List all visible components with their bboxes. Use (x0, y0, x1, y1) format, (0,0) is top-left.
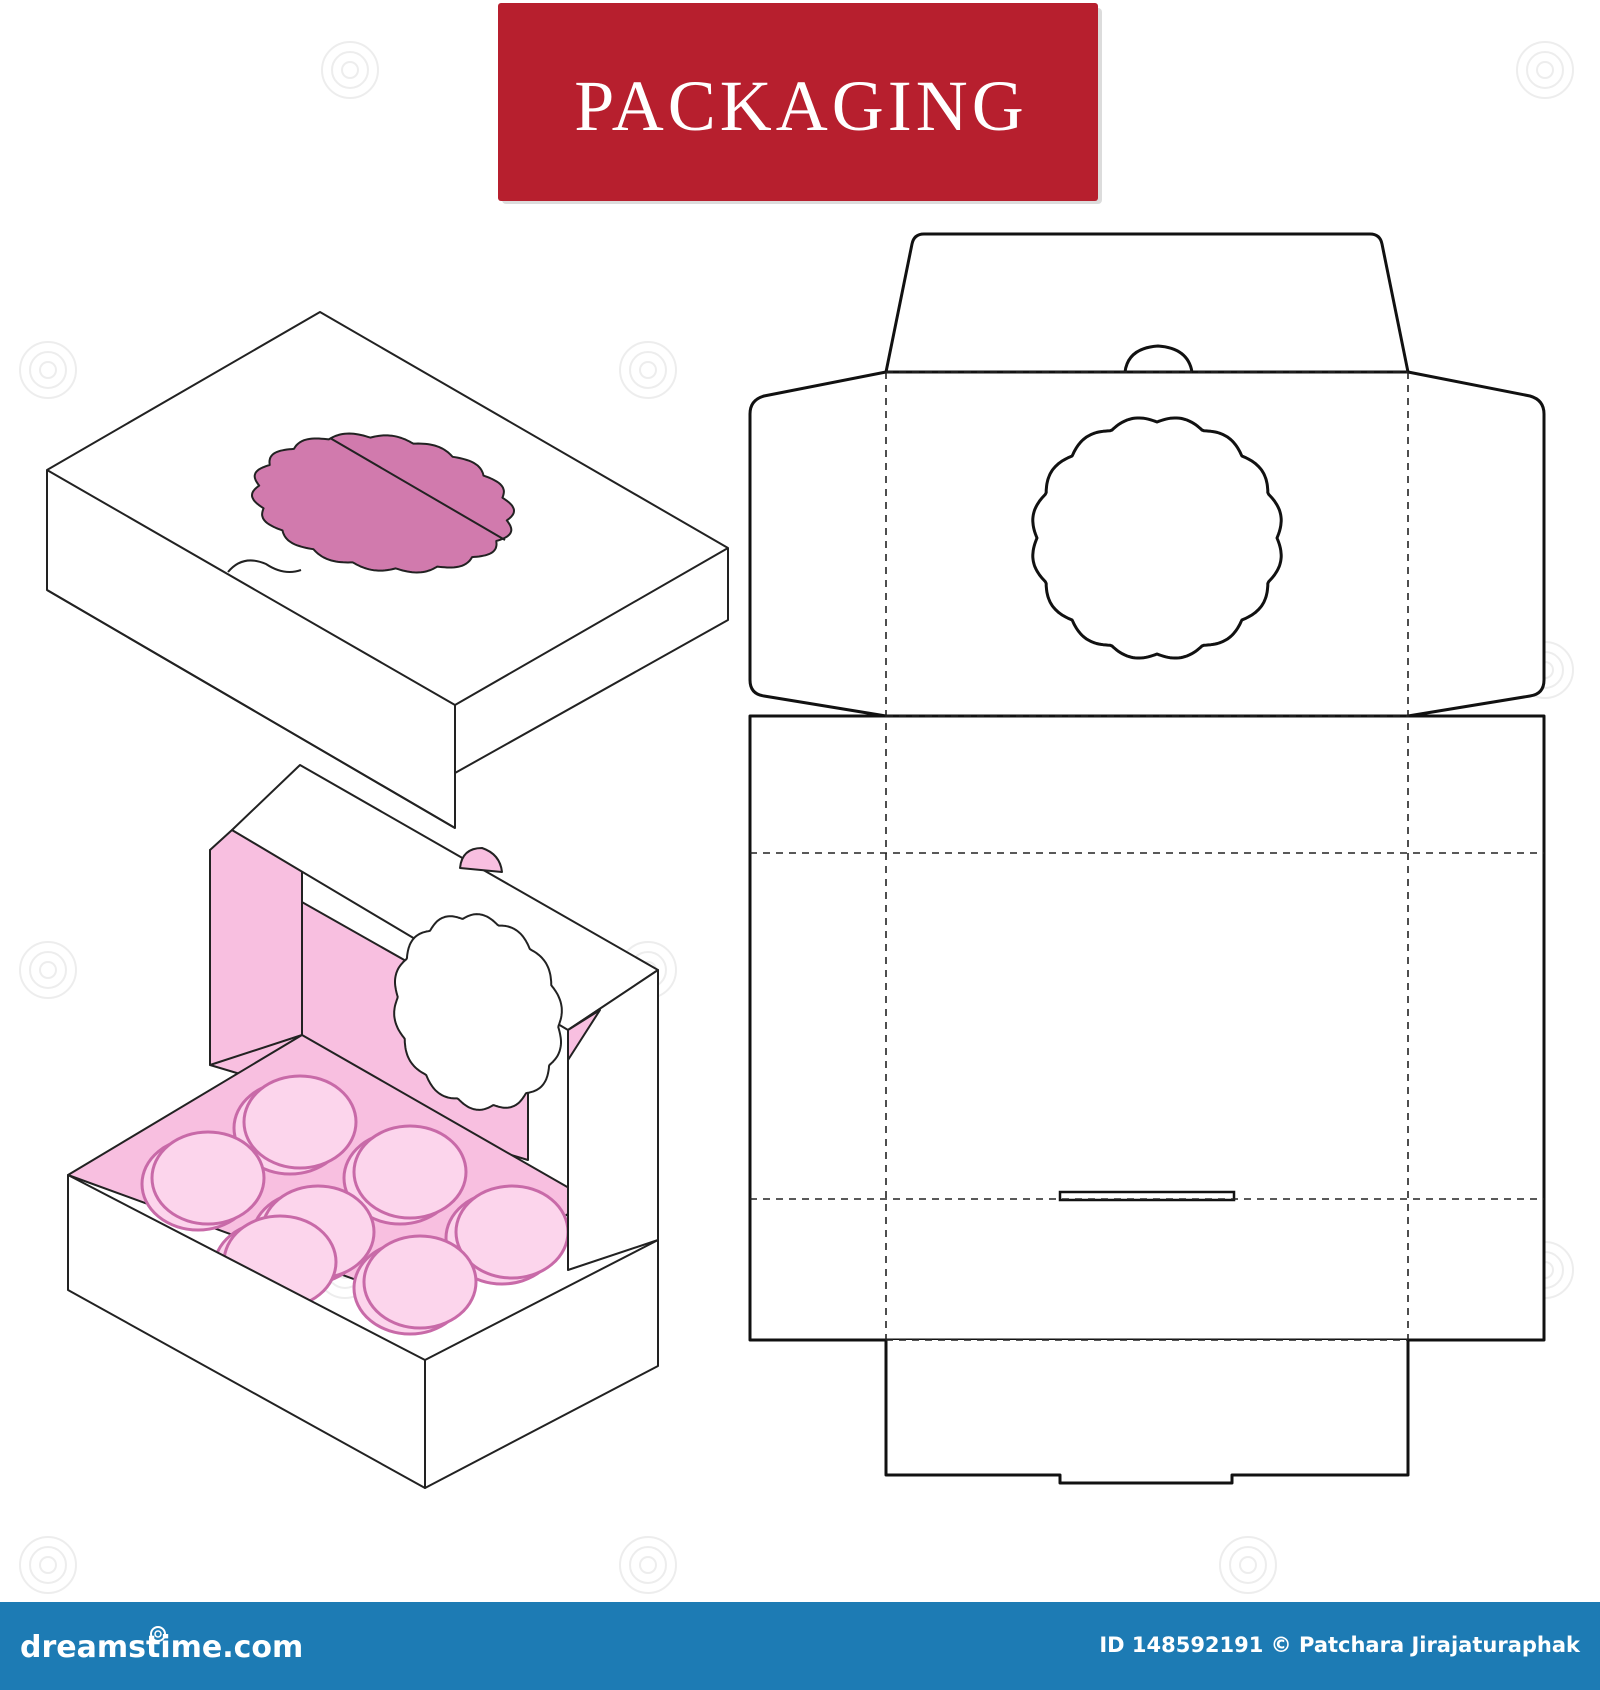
closed-box-window-fold (329, 437, 506, 541)
dieline-window-cut (1031, 416, 1283, 660)
footer-brand: dreamstime.com (20, 1630, 303, 1665)
title-banner: PACKAGING (498, 3, 1102, 204)
dieline-body (748, 714, 1546, 1342)
footer-bar: dreamstime.com ID 148592191 © Patchara J… (0, 1602, 1600, 1690)
macaron-top (242, 1074, 358, 1170)
open-box-lid-side-flap (567, 969, 659, 1271)
open-box-lid-tab (459, 847, 503, 873)
dieline-top-flap (884, 232, 1410, 374)
open-box-lid-inner (567, 1009, 601, 1061)
open-box-side-wall (424, 1239, 659, 1489)
banner-title: PACKAGING (574, 66, 1027, 146)
open-box (67, 764, 659, 1489)
closed-box (46, 311, 729, 829)
open-box-lid-window (393, 913, 563, 1111)
dieline-template (748, 232, 1546, 1485)
macaron-top (150, 1130, 266, 1226)
macaron-top (362, 1234, 478, 1330)
dieline-tuck-tab (1123, 344, 1194, 374)
footer-background (0, 1602, 1600, 1690)
dieline-bottom-tab (884, 1340, 1410, 1485)
dieline-tuck-slot (1058, 1190, 1236, 1202)
closed-box-bottom-edge (46, 589, 456, 829)
macaron (342, 1124, 468, 1226)
footer-credit: ID 148592191 © Patchara Jirajaturaphak (1099, 1633, 1581, 1657)
macaron-top (352, 1124, 468, 1220)
macaron (232, 1074, 358, 1176)
closed-box-lid-notch (227, 559, 302, 573)
open-box-left-wall (209, 829, 303, 1066)
macaron (352, 1234, 478, 1336)
banner-background (498, 3, 1098, 201)
spiral-icon (150, 1626, 166, 1642)
macaron (140, 1130, 266, 1232)
closed-box-window (251, 432, 515, 574)
